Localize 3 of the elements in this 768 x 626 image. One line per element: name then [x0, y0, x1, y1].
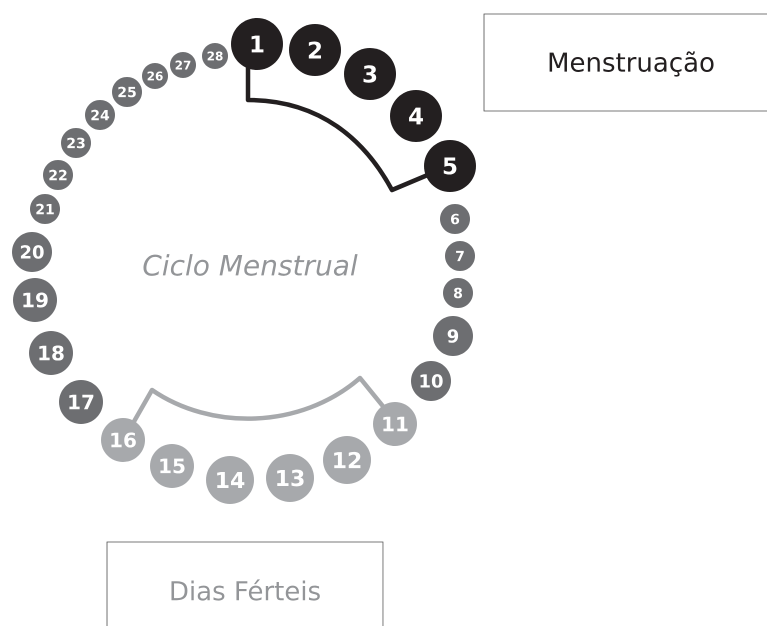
label-box: Menstruação	[484, 14, 768, 112]
label-box: Dias Férteis	[106, 542, 384, 626]
center-title: Ciclo Menstrual	[143, 254, 358, 276]
